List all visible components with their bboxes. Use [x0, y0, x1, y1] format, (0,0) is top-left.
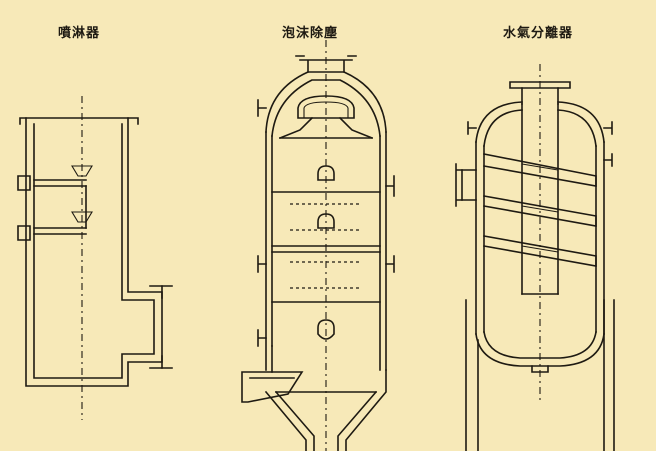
steam-separator-drawing [455, 64, 615, 451]
foam-dust-remover-drawing [241, 40, 395, 451]
steam-separator-label: 水氣分離器 [503, 26, 574, 41]
foam-dust-remover-label: 泡沫除塵 [282, 26, 339, 41]
sprayer-label: 噴淋器 [58, 26, 101, 41]
sprayer-drawing [17, 96, 173, 420]
